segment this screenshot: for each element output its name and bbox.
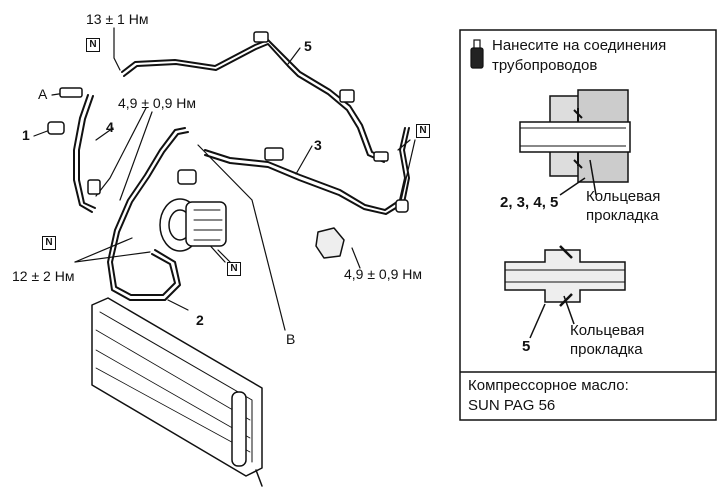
condenser <box>91 297 263 487</box>
fittings <box>47 31 409 213</box>
instruction-line-1: Нанесите на соединения <box>492 37 667 54</box>
joint-detail-2 <box>504 245 626 339</box>
pipe-2 <box>107 127 189 301</box>
compressor <box>159 198 227 252</box>
part-label-a: A <box>38 86 48 102</box>
oil-label: Компрессорное масло: <box>468 377 629 394</box>
detail2-part-label: 5 <box>522 338 531 355</box>
detail1-ring-line-2: прокладка <box>586 207 659 224</box>
info-panel <box>459 29 717 421</box>
part-label-3: 3 <box>314 137 322 153</box>
oil-value: SUN PAG 56 <box>468 397 556 414</box>
part-label-1: 1 <box>22 127 30 143</box>
part-label-2: 2 <box>196 312 204 328</box>
part-label-5: 5 <box>304 38 312 54</box>
n-marker-right: N <box>416 124 430 138</box>
torque-label-mid: 4,9 ± 0,9 Нм <box>118 95 197 111</box>
n-marker-top: N <box>86 38 100 52</box>
panel-border <box>459 29 717 421</box>
detail2-ring-line-1: Кольцевая <box>570 322 645 339</box>
part-label-4: 4 <box>106 119 114 135</box>
torque-label-right: 4,9 ± 0,9 Нм <box>344 266 423 282</box>
detail2-ring-line-2: прокладка <box>570 341 643 358</box>
leader-lines <box>33 27 416 331</box>
torque-label-top: 13 ± 1 Нм <box>86 11 149 27</box>
torque-label-left: 12 ± 2 Нм <box>12 268 75 284</box>
oil-bottle-icon <box>470 39 484 69</box>
instruction-line-2: трубопроводов <box>492 57 598 74</box>
n-marker-left: N <box>42 236 56 250</box>
detail1-parts-label: 2, 3, 4, 5 <box>500 194 559 211</box>
bracket <box>315 227 345 259</box>
joint-detail-1 <box>519 89 631 196</box>
detail1-ring-line-1: Кольцевая <box>586 188 661 205</box>
pipe-4 <box>73 94 96 213</box>
pipe-3 <box>204 127 410 215</box>
n-marker-compressor: N <box>227 262 241 276</box>
part-label-b: B <box>286 331 296 347</box>
